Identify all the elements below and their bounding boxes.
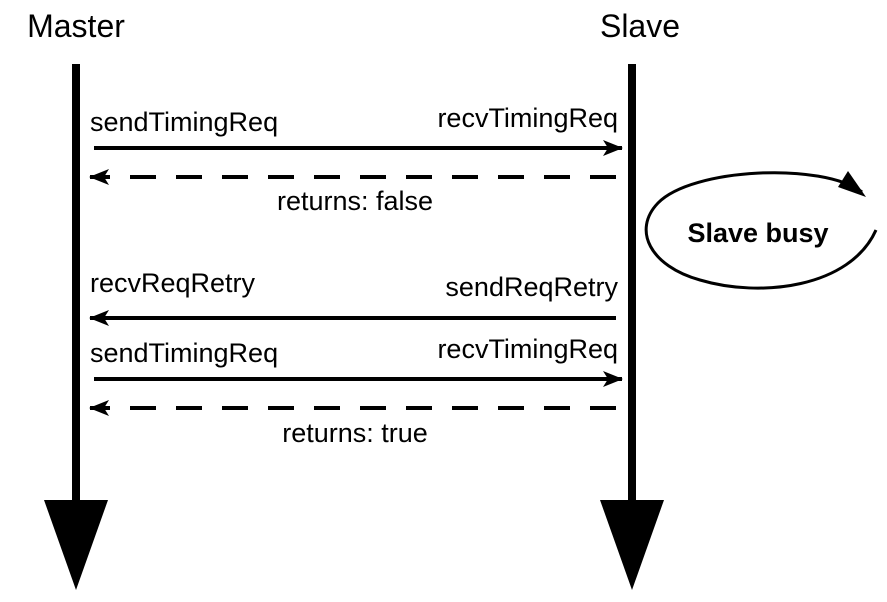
slave-title: Slave: [600, 8, 680, 44]
message-label-recv-timing-req-1: recvTimingReq: [437, 103, 618, 133]
message-label-recv-timing-req-2: recvTimingReq: [437, 334, 618, 364]
message-label-send-timing-req-2: sendTimingReq: [90, 338, 278, 368]
return-true: returns: true: [89, 400, 616, 448]
message-label-send-timing-req-1: sendTimingReq: [90, 107, 278, 137]
message-send-timing-req-1: sendTimingReq recvTimingReq: [90, 103, 623, 156]
busy-loop-curve: [644, 171, 878, 290]
message-label-send-req-retry: sendReqRetry: [445, 272, 618, 302]
busy-loop-arrowhead: [838, 171, 866, 197]
slave-lifeline: [600, 64, 664, 590]
return-false-label: returns: false: [277, 186, 433, 216]
master-lifeline: [44, 64, 108, 590]
master-lifeline-arrowhead: [44, 500, 108, 590]
slave-lifeline-arrowhead: [600, 500, 664, 590]
slave-busy-label: Slave busy: [687, 218, 828, 248]
return-true-label: returns: true: [282, 418, 428, 448]
master-title: Master: [27, 8, 125, 44]
message-label-recv-req-retry: recvReqRetry: [90, 268, 256, 298]
slave-busy-loop: Slave busy: [644, 171, 878, 290]
message-req-retry: recvReqRetry sendReqRetry: [89, 268, 618, 326]
return-false: returns: false: [89, 169, 616, 216]
message-send-timing-req-2: sendTimingReq recvTimingReq: [90, 334, 623, 387]
